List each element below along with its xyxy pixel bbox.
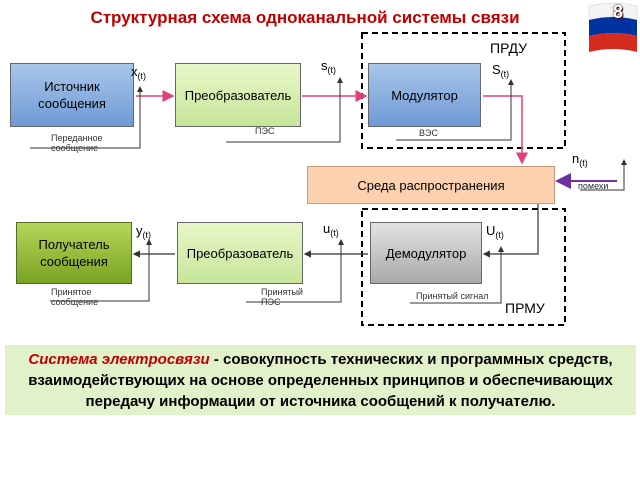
signal-S-label: S(t): [492, 62, 510, 79]
signal-s-label: s(t): [321, 58, 336, 75]
converter-bottom-block: Преобразователь: [177, 222, 303, 284]
received-pes-label: Принятый ПЭС: [261, 287, 303, 307]
signal-y-label: y(t): [136, 223, 151, 240]
definition-term: Система электросвязи: [28, 351, 210, 368]
ves-label: ВЭС: [419, 128, 438, 138]
source-block: Источник сообщения: [10, 63, 134, 127]
page-title: Структурная схема одноканальной системы …: [90, 8, 520, 27]
signal-x-label: x(t): [131, 64, 146, 81]
arrow-modulator-medium: [483, 95, 528, 165]
received-signal-label: Принятый сигнал: [416, 291, 489, 301]
definition-text: - совокупность технических и программных…: [28, 351, 613, 410]
signal-n-label: n(t): [572, 151, 588, 168]
converter-top-block: Преобразователь: [175, 63, 301, 127]
received-message-label: Принятое сообщение: [51, 287, 99, 307]
transmitter-label: ПРДУ: [490, 40, 527, 56]
modulator-block: Модулятор: [368, 63, 481, 127]
receiver-block: Получатель сообщения: [16, 222, 132, 284]
signal-U-label: U(t): [486, 223, 504, 240]
receiver-label: ПРМУ: [505, 300, 545, 316]
transmitter-frame: [361, 32, 566, 149]
definition-panel: Система электросвязи - совокупность техн…: [5, 345, 636, 415]
page-number: 8: [612, 2, 623, 22]
transmitted-message-label: Переданное сообщение: [51, 133, 103, 153]
receiver-frame: [361, 208, 566, 326]
demodulator-block: Демодулятор: [370, 222, 482, 284]
signal-u-label: u(t): [323, 221, 339, 238]
medium-block: Среда распространения: [307, 166, 555, 204]
russian-flag-icon: [585, 0, 640, 60]
pes-label: ПЭС: [255, 126, 275, 136]
arrow-medium-demodulator: [482, 200, 539, 258]
noise-label: помехи: [578, 181, 609, 191]
